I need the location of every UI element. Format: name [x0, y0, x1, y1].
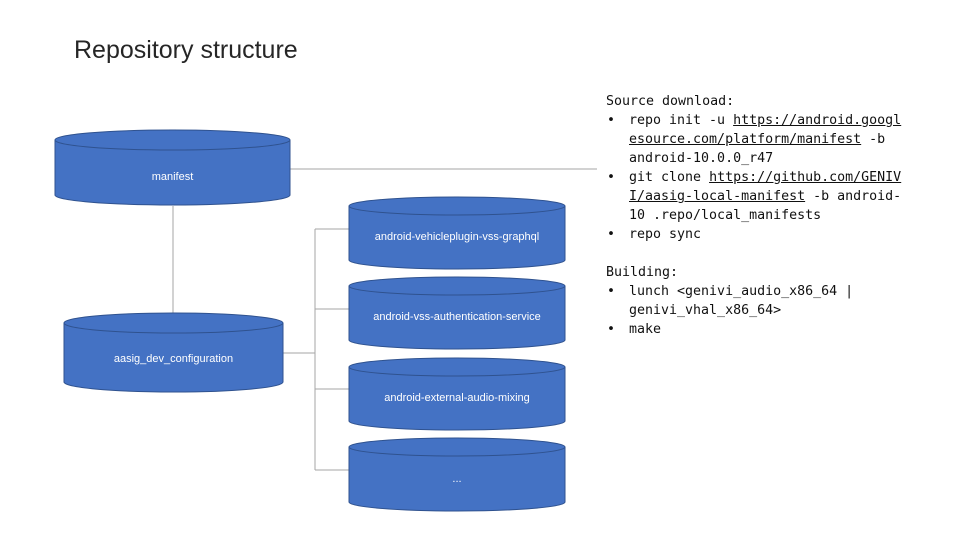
- vehicleplugin-repo: android-vehicleplugin-vss-graphql: [348, 196, 566, 270]
- auth-repo: android-vss-authentication-service: [348, 276, 566, 350]
- auth-label: android-vss-authentication-service: [373, 311, 541, 323]
- android-manifest-link[interactable]: https://android.googlesource.com/platfor…: [629, 113, 902, 147]
- audio-cylinder-body: [348, 367, 566, 431]
- manifest-label: manifest: [152, 171, 194, 183]
- page-title: Repository structure: [74, 36, 298, 64]
- connectors: [172, 168, 597, 471]
- auth-cylinder-top: [348, 276, 566, 296]
- vehicleplugin-cylinder-body: [348, 206, 566, 270]
- manifest-cylinder-top: [54, 129, 291, 151]
- source-download-list: repo init -u https://android.googlesourc…: [606, 111, 906, 244]
- git-clone-command: git clone: [629, 170, 710, 185]
- auth-cylinder-body: [348, 286, 566, 350]
- more-repo: ...: [348, 437, 566, 512]
- repo-init-args: -b android-10.0.0_r47: [629, 132, 886, 166]
- dev-config-cylinder-body: [63, 323, 284, 393]
- source-step-git-clone: git clone https://github.com/GENIVI/aasi…: [606, 168, 906, 225]
- build-step-make: make: [606, 320, 906, 339]
- vehicleplugin-cylinder-top: [348, 196, 566, 216]
- repo-sync-command: repo sync: [629, 227, 702, 242]
- audio-repo: android-external-audio-mixing: [348, 357, 566, 431]
- more-cylinder-body: [348, 447, 566, 512]
- source-download-heading: Source download:: [606, 94, 735, 109]
- build-step-lunch: lunch <genivi_audio_x86_64 | genivi_vhal…: [606, 282, 906, 320]
- audio-cylinder-top: [348, 357, 566, 377]
- vehicleplugin-label: android-vehicleplugin-vss-graphql: [375, 231, 539, 243]
- source-step-repo-init: repo init -u https://android.googlesourc…: [606, 111, 906, 168]
- more-label: ...: [452, 473, 461, 485]
- source-step-repo-sync: repo sync: [606, 225, 906, 244]
- building-list: lunch <genivi_audio_x86_64 | genivi_vhal…: [606, 282, 906, 339]
- instructions-panel: Source download: repo init -u https://an…: [606, 92, 906, 339]
- genivi-manifest-link[interactable]: https://github.com/GENIVI/aasig-local-ma…: [629, 170, 902, 204]
- manifest-repo: manifest: [54, 129, 291, 206]
- dev-config-repo: aasig_dev_configuration: [63, 312, 284, 393]
- dev-config-cylinder-top: [63, 312, 284, 334]
- dev-config-label: aasig_dev_configuration: [114, 353, 233, 365]
- more-cylinder-top: [348, 437, 566, 457]
- repo-init-command: repo init -u: [629, 113, 734, 128]
- git-clone-args: -b android-10 .repo/local_manifests: [629, 189, 902, 223]
- audio-label: android-external-audio-mixing: [384, 392, 530, 404]
- manifest-cylinder-body: [54, 140, 291, 206]
- building-heading: Building:: [606, 265, 679, 280]
